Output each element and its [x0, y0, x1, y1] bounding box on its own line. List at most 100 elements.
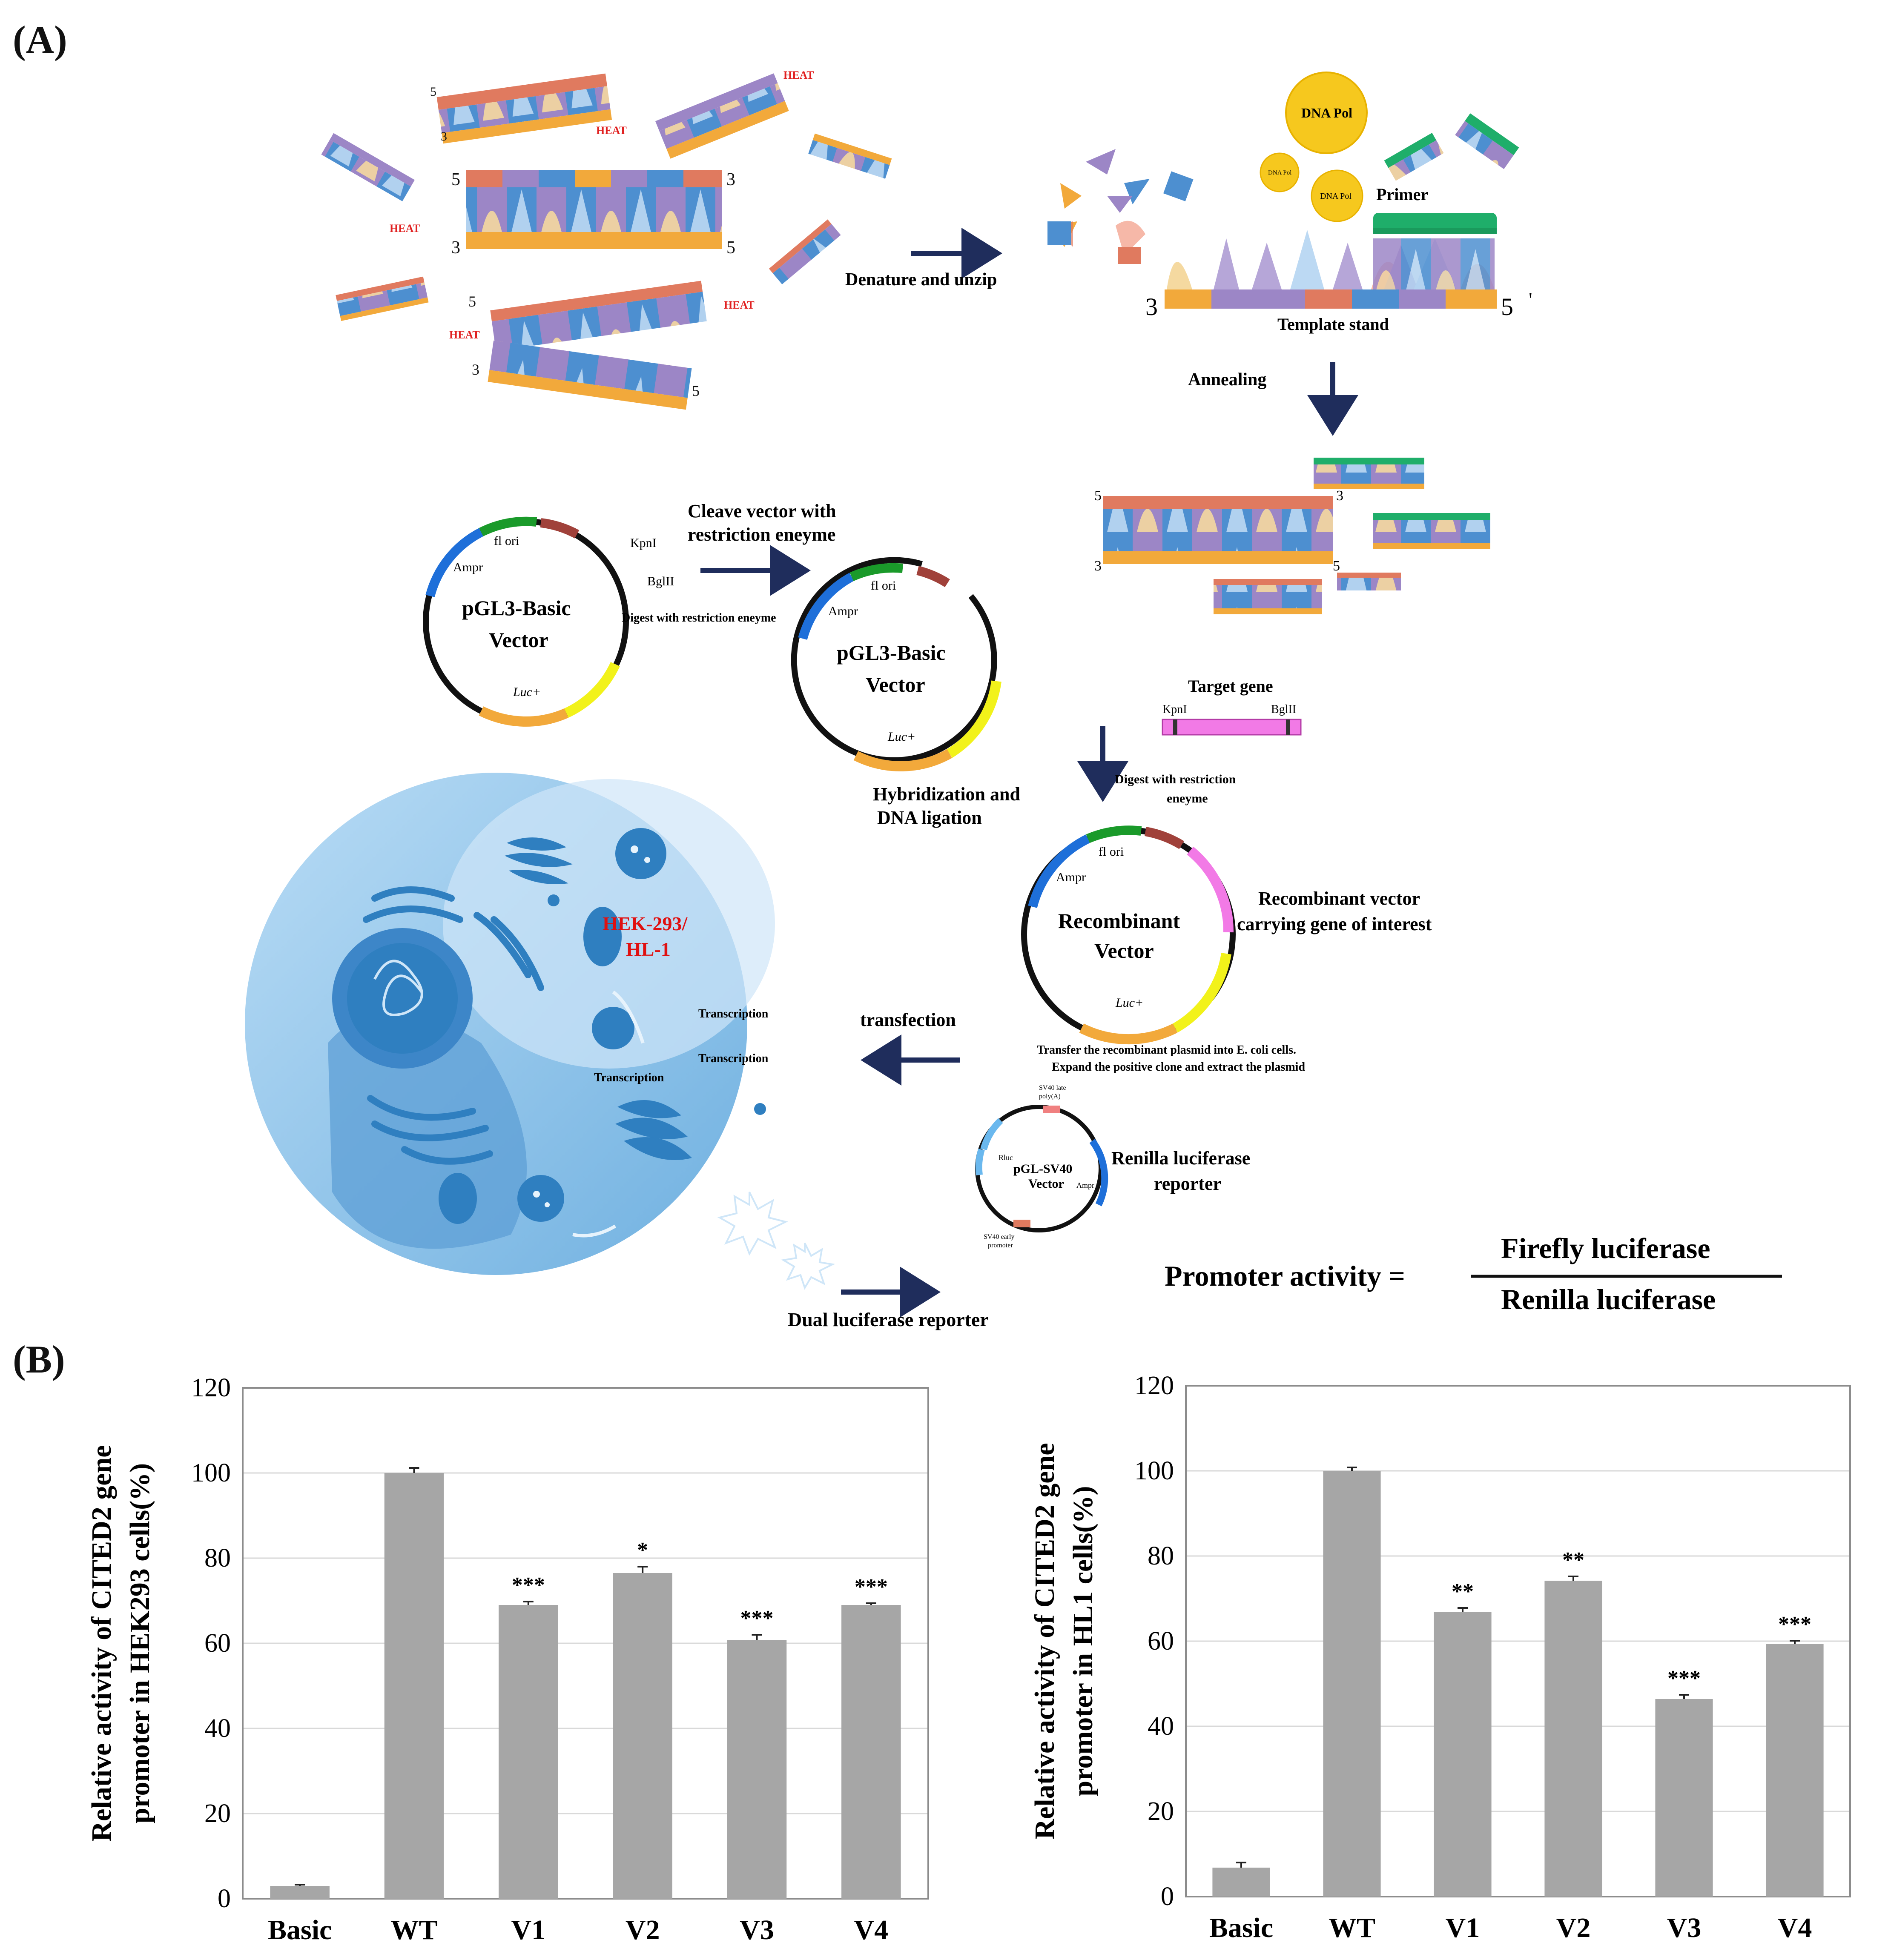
annealed-products	[1103, 458, 1490, 614]
significance-label: *	[637, 1538, 648, 1562]
renilla-label-line2: reporter	[1154, 1173, 1221, 1194]
formula-lhs: Promoter activity =	[1165, 1260, 1405, 1292]
recombinant-vector-line2: Vector	[1094, 939, 1154, 963]
digest-label-line2: eneyme	[1167, 791, 1208, 805]
template-label: Template stand	[1277, 315, 1389, 334]
target-gene-label: Target gene	[1188, 676, 1273, 696]
y-tick-label: 20	[204, 1799, 231, 1828]
bar	[1434, 1612, 1492, 1897]
five-prime-label: 5	[1094, 488, 1102, 504]
ampr-label: Ampr	[1056, 870, 1086, 884]
recombinant-vector-plasmid	[1021, 825, 1236, 1045]
vector-name-line2: Vector	[866, 673, 925, 696]
bar	[1544, 1581, 1602, 1897]
cell-illustration	[245, 773, 775, 1275]
ampr-label: Ampr	[1076, 1181, 1094, 1189]
y-tick-label: 120	[1134, 1371, 1174, 1400]
pgl-sv40-vector-plasmid	[975, 1105, 1108, 1232]
y-axis-label-line2: promoter in HEK293 cells(%)	[124, 1463, 155, 1823]
three-prime-label: 3	[451, 238, 460, 258]
dna-double-strand-main	[466, 170, 722, 249]
pgl3-basic-vector-plasmid	[423, 516, 629, 727]
significance-label: ***	[512, 1573, 545, 1597]
dna-fragment-bottom	[490, 281, 707, 351]
significance-label: ***	[1778, 1612, 1811, 1636]
five-prime-label: 5	[1333, 558, 1340, 574]
cleave-label-line1: Cleave vector with	[688, 501, 836, 522]
dna-fragment-right	[808, 133, 892, 179]
bar	[1766, 1644, 1824, 1897]
cell-name-line1: HEK-293/	[603, 913, 688, 934]
luminescence-burst	[717, 1192, 835, 1290]
formula-denominator: Renilla luciferase	[1501, 1283, 1716, 1315]
ampr-label: Ampr	[828, 604, 858, 618]
transfer-note-line1: Transfer the recombinant plasmid into E.…	[1037, 1043, 1296, 1057]
panel-b-label: (B)	[13, 1338, 65, 1381]
y-tick-label: 80	[204, 1544, 231, 1573]
sv40-late-label: SV40 late	[1039, 1084, 1066, 1092]
x-tick-label: V4	[1778, 1912, 1812, 1943]
y-tick-label: 60	[1148, 1627, 1174, 1656]
five-prime-label: 5	[430, 85, 436, 99]
y-tick-label: 0	[1161, 1882, 1174, 1911]
three-prime-label: 3	[1336, 488, 1343, 504]
dna-pol-label: DNA Pol	[1268, 169, 1291, 176]
y-tick-label: 40	[204, 1714, 231, 1743]
x-tick-label: V2	[1556, 1912, 1591, 1943]
x-tick-label: V2	[626, 1914, 660, 1946]
free-nucleotides	[1047, 149, 1194, 264]
y-tick-label: 80	[1148, 1542, 1174, 1570]
transfer-note-line2: Expand the positive clone and extract th…	[1052, 1060, 1305, 1074]
recombinant-desc-line1: Recombinant vector	[1258, 888, 1420, 909]
dna-fragment-top-right	[655, 73, 789, 159]
panel-a-illustration: 5 3 3 5 5 3 5 3 5 HEAT HEAT HEAT HEAT HE…	[245, 69, 1782, 1330]
heat-label: HEAT	[596, 124, 627, 137]
plot-frame	[1185, 1385, 1851, 1897]
transcription-label: Transcription	[594, 1071, 664, 1084]
y-tick-label: 120	[191, 1373, 231, 1402]
heat-label: HEAT	[783, 69, 814, 81]
dna-fragment-lowest	[488, 340, 692, 410]
luc-label: Luc+	[887, 730, 915, 744]
x-tick-label: V1	[511, 1914, 545, 1946]
significance-label: ***	[740, 1606, 774, 1630]
vector-name-line1: pGL3-Basic	[462, 596, 571, 620]
hybridization-label-line2: DNA ligation	[877, 807, 982, 828]
panel-a-label: (A)	[13, 18, 67, 61]
kpni-label: KpnI	[630, 536, 657, 550]
bar	[384, 1473, 444, 1899]
y-tick-label: 40	[1148, 1712, 1174, 1741]
heat-label: HEAT	[724, 299, 755, 311]
sv40-late-label: poly(A)	[1039, 1093, 1061, 1100]
bglii-label: BglII	[647, 574, 674, 588]
sv40-vector-line2: Vector	[1028, 1177, 1064, 1191]
x-tick-label: WT	[1329, 1912, 1375, 1943]
significance-label: **	[1562, 1548, 1584, 1572]
dna-fragments-heated	[321, 73, 892, 410]
heat-label: HEAT	[390, 222, 420, 235]
x-tick-label: Basic	[268, 1914, 332, 1946]
bglii-label: BglII	[1271, 703, 1296, 716]
sv40-vector-line1: pGL-SV40	[1013, 1162, 1072, 1176]
y-tick-label: 60	[204, 1629, 231, 1658]
y-tick-label: 20	[1148, 1797, 1174, 1826]
f1-ori-label: fl ori	[871, 579, 896, 593]
sv40-early-label: promoter	[988, 1242, 1013, 1249]
three-prime-label: 3	[726, 170, 735, 189]
x-tick-label: V4	[854, 1914, 888, 1946]
f1-ori-label: fl ori	[1099, 845, 1124, 859]
recombinant-desc-line2: carrying gene of interest	[1237, 914, 1432, 934]
dual-luciferase-label: Dual luciferase reporter	[788, 1309, 989, 1330]
dna-pol-label: DNA Pol	[1320, 192, 1352, 201]
floating-primers	[1384, 113, 1519, 181]
y-tick-label: 0	[218, 1884, 231, 1913]
x-tick-label: V3	[1667, 1912, 1702, 1943]
bar	[270, 1886, 330, 1899]
five-prime-label: 5	[468, 293, 476, 310]
transfection-label: transfection	[860, 1009, 956, 1030]
dna-fragment-left	[321, 133, 415, 201]
cleave-label-line2: restriction eneyme	[688, 524, 835, 545]
digest-label-line1: Digest with restriction	[1115, 772, 1236, 786]
transcription-label: Transcription	[698, 1007, 769, 1020]
